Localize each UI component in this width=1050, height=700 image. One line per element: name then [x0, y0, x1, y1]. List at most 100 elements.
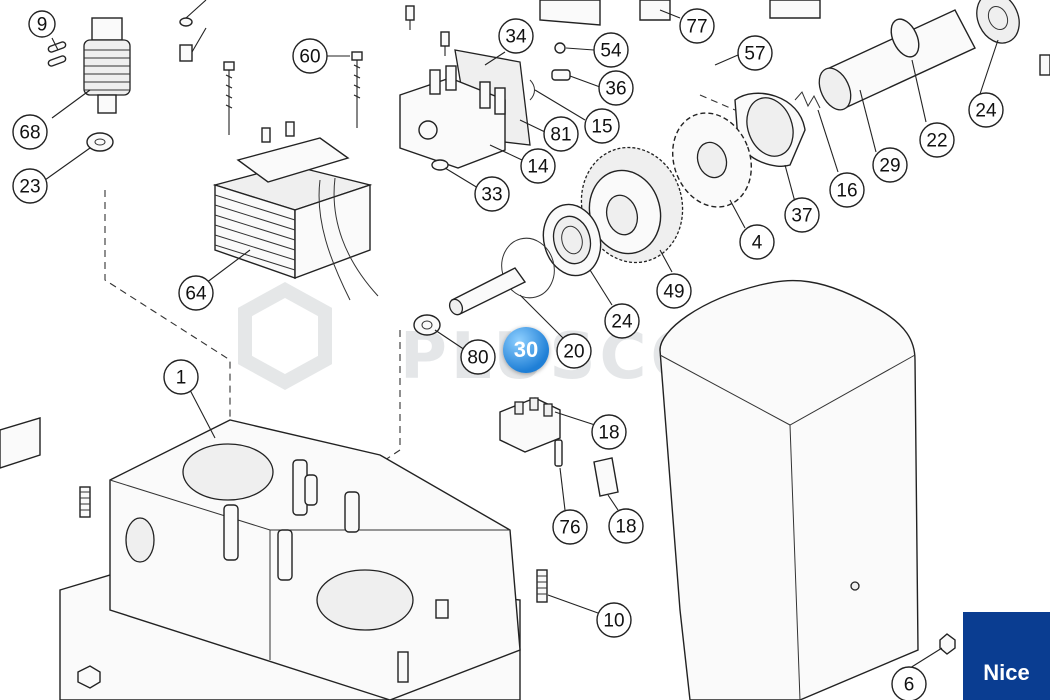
callout-16: 16 — [829, 172, 865, 208]
part-long-screws — [223, 51, 363, 135]
part-bolt-36 — [551, 69, 571, 81]
callout-label: 23 — [19, 177, 40, 198]
callout-label: 81 — [550, 125, 571, 146]
callout-circle — [919, 122, 955, 158]
part-nut-6 — [939, 633, 956, 655]
callout-label: 29 — [879, 156, 900, 177]
callout-15: 15 — [584, 108, 620, 144]
callout-24a: 24 — [604, 303, 640, 339]
callout-circle — [584, 108, 620, 144]
assembly-line — [699, 94, 736, 111]
callout-circle — [552, 509, 588, 545]
callout-label: 9 — [37, 15, 48, 36]
part-base-housing-1 — [59, 419, 521, 700]
callout-76: 76 — [552, 509, 588, 545]
part-gear-49 — [580, 146, 684, 264]
callout-14: 14 — [520, 148, 556, 184]
callout-6: 6 — [891, 666, 927, 700]
callout-circle — [598, 70, 634, 106]
callout-label: 49 — [663, 282, 684, 303]
callout-49: 49 — [656, 273, 692, 309]
callout-circle — [12, 168, 48, 204]
callout-29: 29 — [872, 147, 908, 183]
callout-label: 54 — [600, 41, 622, 62]
part-screws-top — [179, 5, 450, 62]
callout-label: 10 — [603, 611, 624, 632]
highlight-badge[interactable]: 30 — [503, 327, 549, 373]
callout-label: 20 — [563, 342, 584, 363]
callout-22: 22 — [919, 122, 955, 158]
callout-9: 9 — [28, 10, 56, 38]
callout-circle — [474, 176, 510, 212]
callout-circle — [28, 10, 56, 38]
part-spring-16 — [794, 91, 821, 109]
callout-circle — [460, 339, 496, 375]
callout-circle — [543, 116, 579, 152]
part-shaft-29 — [818, 0, 1050, 111]
callout-label: 6 — [904, 675, 915, 696]
part-pin-76 — [554, 439, 563, 467]
part-washer-80 — [413, 314, 441, 336]
callout-label: 14 — [527, 157, 549, 178]
part-cover — [659, 279, 919, 700]
callout-group: 9682360643454361581143377574492420803716… — [12, 8, 1004, 700]
callout-1: 1 — [163, 359, 199, 395]
callout-circle — [784, 197, 820, 233]
callout-68: 68 — [12, 114, 48, 150]
callout-77: 77 — [679, 8, 715, 44]
assembly-line — [369, 330, 401, 471]
callout-circle — [178, 275, 214, 311]
callout-circle — [679, 8, 715, 44]
callout-label: 18 — [598, 423, 619, 444]
callout-60: 60 — [292, 38, 328, 74]
callout-80: 80 — [460, 339, 496, 375]
callout-label: 33 — [481, 185, 502, 206]
callout-label: 4 — [752, 233, 763, 254]
callout-label: 24 — [611, 312, 633, 333]
callout-circle — [968, 92, 1004, 128]
part-pins-9 — [47, 41, 67, 67]
callout-54: 54 — [593, 32, 629, 68]
part-screw-54 — [554, 42, 566, 54]
callout-label: 60 — [299, 47, 320, 68]
callout-24b: 24 — [968, 92, 1004, 128]
callout-20: 20 — [556, 333, 592, 369]
callout-circle — [593, 32, 629, 68]
part-encoder-disc-4 — [671, 112, 753, 208]
callout-circle — [656, 273, 692, 309]
part-clip-18 — [593, 457, 619, 497]
part-bearing-24 — [542, 203, 602, 277]
callout-circle — [596, 602, 632, 638]
callout-label: 68 — [19, 123, 40, 144]
part-spindle-68 — [83, 17, 131, 114]
part-control-board-14 — [399, 49, 535, 171]
callout-10: 10 — [596, 602, 632, 638]
callout-circle — [498, 18, 534, 54]
callout-label: 57 — [744, 44, 765, 65]
callout-label: 34 — [505, 27, 527, 48]
part-top-misc — [539, 0, 821, 26]
callout-label: 22 — [926, 131, 947, 152]
part-screws-10 — [77, 486, 548, 689]
callout-57: 57 — [737, 35, 773, 71]
callout-circle — [12, 114, 48, 150]
callout-64: 64 — [178, 275, 214, 311]
callout-33: 33 — [474, 176, 510, 212]
callout-circle — [829, 172, 865, 208]
callout-label: 15 — [591, 117, 612, 138]
part-transformer-64 — [212, 121, 379, 301]
callout-81: 81 — [543, 116, 579, 152]
part-pin-20 — [448, 267, 527, 316]
watermark-logo-icon — [238, 282, 332, 390]
callout-18b: 18 — [608, 508, 644, 544]
callout-circle — [891, 666, 927, 700]
callout-circle — [604, 303, 640, 339]
part-left-stub — [0, 417, 41, 469]
callout-label: 64 — [185, 284, 207, 305]
assembly-line — [104, 190, 231, 470]
callout-circle — [872, 147, 908, 183]
callout-circle — [556, 333, 592, 369]
callout-4: 4 — [739, 224, 775, 260]
brand-logo: Nice — [963, 612, 1050, 700]
